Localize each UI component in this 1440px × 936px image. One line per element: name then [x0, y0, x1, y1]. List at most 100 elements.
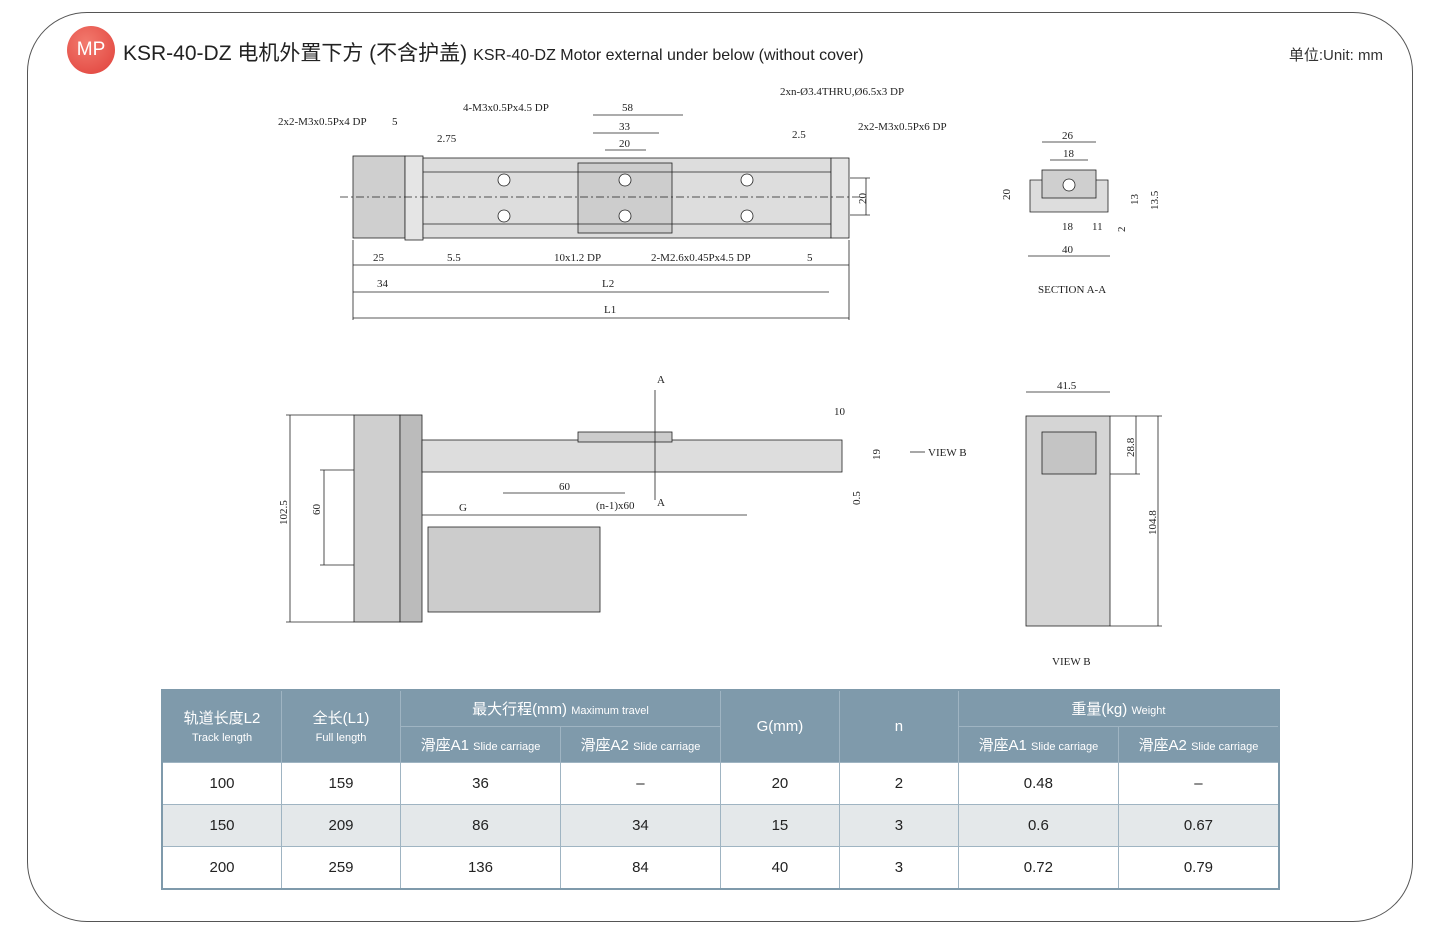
label: 40	[1062, 244, 1074, 256]
label: Full length	[315, 732, 367, 745]
page-frame	[27, 12, 1413, 922]
technical-drawings: 2x2-M3x0.5Px4 DP 5 2.75 4-M3x0.5Px4.5 DP…	[278, 86, 1162, 668]
label: 10x1.2 DP	[554, 252, 601, 264]
col-n: n	[838, 689, 959, 763]
label: 18	[1063, 148, 1075, 160]
label: 25	[373, 252, 385, 264]
label: Track length	[191, 732, 253, 745]
label: 60	[559, 481, 571, 493]
col-weight-a1: 滑座A1 Slide carriage	[957, 725, 1119, 763]
label: 2x2-M3x0.5Px4 DP	[278, 116, 367, 128]
label: 19	[871, 449, 883, 461]
label: 34	[377, 278, 389, 290]
label: L1	[604, 304, 616, 316]
label: 60	[311, 504, 323, 516]
label: G	[459, 502, 467, 514]
col-max-travel: 最大行程(mm) Maximum travel	[400, 689, 721, 727]
label: (n-1)x60	[596, 500, 635, 512]
label: 2xn-Ø3.4THRU,Ø6.5x3 DP	[780, 86, 904, 98]
label: 滑座A2	[580, 736, 629, 754]
col-travel-a1: 滑座A1 Slide carriage	[400, 725, 561, 763]
col-weight-a2: 滑座A2 Slide carriage	[1117, 725, 1280, 763]
col-weight: 重量(kg) Weight	[957, 689, 1280, 727]
col-travel-a2: 滑座A2 Slide carriage	[559, 725, 721, 763]
label: 0.72	[957, 845, 1119, 889]
label: 0.6	[957, 803, 1119, 847]
label: 5	[807, 252, 813, 264]
label: 0.79	[1117, 845, 1280, 889]
label: 5	[392, 116, 398, 128]
label: 2.75	[437, 133, 457, 145]
unit-label: 单位:Unit: mm	[1288, 47, 1383, 64]
label: 全长(L1)	[312, 710, 370, 728]
label: 159	[281, 761, 401, 805]
label: VIEW B	[928, 447, 967, 459]
label: –	[1117, 761, 1280, 805]
label: 3	[838, 845, 959, 889]
label: L2	[602, 278, 614, 290]
label: 136	[400, 845, 561, 889]
label: 最大行程(mm)	[472, 700, 568, 718]
col-g: G(mm)	[719, 689, 840, 763]
label: 0.67	[1117, 803, 1280, 847]
label: 重量(kg)	[1071, 700, 1128, 718]
label: 104.8	[1147, 510, 1159, 535]
label: Slide carriage	[633, 740, 701, 753]
label: 11	[1092, 221, 1103, 233]
label: Maximum travel	[571, 704, 649, 717]
side-view: A 10 VIEW B 19 102.5 60 60 G (n-1)x60 A …	[278, 374, 967, 623]
label: 13	[1129, 194, 1141, 206]
label: 20	[619, 138, 631, 150]
label: Slide carriage	[1031, 740, 1099, 753]
label: 滑座A1	[978, 736, 1027, 754]
label: 20	[719, 761, 840, 805]
title-en: KSR-40-DZ Motor external under below (wi…	[473, 47, 864, 64]
label: Slide carriage	[473, 740, 541, 753]
section-a-a: 26 18 20 13.5 13 18 11 2 40 SECTION A-A	[1001, 130, 1161, 296]
label: A	[657, 374, 665, 386]
label: 200	[161, 845, 282, 889]
label: 2	[1116, 227, 1128, 233]
label: 15	[719, 803, 840, 847]
label: VIEW B	[1052, 656, 1091, 668]
label: 5.5	[447, 252, 461, 264]
label: 100	[161, 761, 282, 805]
label: 10	[834, 406, 846, 418]
mp-badge: MP	[67, 26, 115, 74]
label: 34	[559, 803, 721, 847]
label: 0.5	[851, 491, 863, 505]
label: 86	[400, 803, 561, 847]
label: 2	[838, 761, 959, 805]
label: 0.48	[957, 761, 1119, 805]
label: 18	[1062, 221, 1074, 233]
page-title: KSR-40-DZ 电机外置下方 (不含护盖) KSR-40-DZ Motor e…	[123, 37, 864, 67]
label: 20	[1001, 189, 1013, 201]
label: 150	[161, 803, 282, 847]
label: 26	[1062, 130, 1074, 142]
label: 滑座A2	[1138, 736, 1187, 754]
label: 轨道长度L2	[183, 710, 261, 728]
label: 36	[400, 761, 561, 805]
view-b: 41.5 28.8 104.8 VIEW B	[1025, 380, 1162, 668]
label: 33	[619, 121, 631, 133]
label: –	[559, 761, 721, 805]
label: A	[657, 497, 665, 509]
label: 20	[857, 193, 869, 205]
label: 2.5	[792, 129, 806, 141]
label: 13.5	[1149, 190, 1161, 210]
label: 4-M3x0.5Px4.5 DP	[463, 102, 549, 114]
label: 41.5	[1057, 380, 1077, 392]
label: 102.5	[278, 500, 290, 525]
title-cn: KSR-40-DZ 电机外置下方 (不含护盖)	[123, 42, 468, 65]
top-view: 2x2-M3x0.5Px4 DP 5 2.75 4-M3x0.5Px4.5 DP…	[278, 86, 947, 320]
label: 209	[281, 803, 401, 847]
col-full-length: 全长(L1) Full length	[281, 689, 401, 763]
label: Weight	[1131, 704, 1166, 717]
label: Slide carriage	[1191, 740, 1259, 753]
label: 84	[559, 845, 721, 889]
